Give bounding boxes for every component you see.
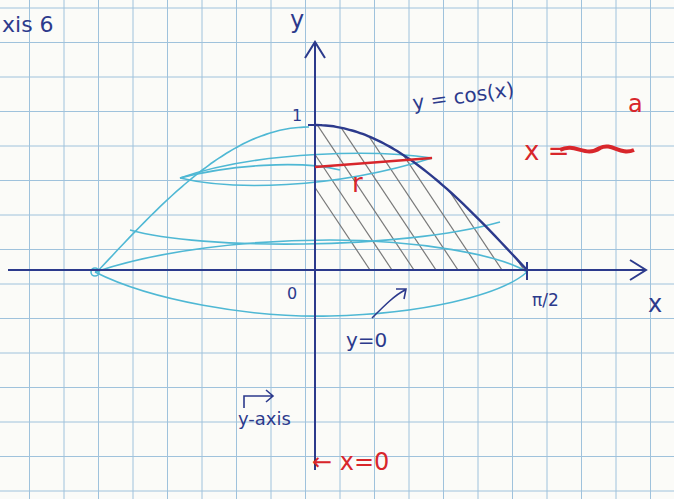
grid-line <box>0 387 674 388</box>
equation-label: x = <box>524 138 569 164</box>
axis-label: y <box>290 8 304 32</box>
grid-line <box>0 42 674 43</box>
grid-line <box>0 77 674 78</box>
base-ellipse-back <box>95 240 527 272</box>
axes <box>8 42 646 470</box>
grid-line <box>0 284 674 285</box>
hatch-line <box>666 120 674 270</box>
x-axis <box>8 269 645 271</box>
origin-label: 0 <box>287 286 297 302</box>
cosine-curve <box>315 125 527 270</box>
hatch-line <box>556 120 656 270</box>
grid-line <box>0 422 674 423</box>
note-text: xis 6 <box>2 14 54 36</box>
tick-label: π/2 <box>532 292 559 309</box>
radius-label: r <box>352 170 363 196</box>
hatch-line <box>622 120 674 270</box>
hatch-line <box>600 120 674 270</box>
grid-line <box>0 318 674 319</box>
radius-line <box>315 158 432 167</box>
axis-note: y-axis <box>238 410 291 428</box>
hatch-line <box>292 120 392 270</box>
solid-of-revolution <box>91 127 527 316</box>
hatch-line <box>270 120 370 270</box>
grid-line <box>0 249 674 250</box>
equation-label: ← x=0 <box>312 450 389 474</box>
grid-line <box>0 111 674 112</box>
mirrored-curve <box>97 127 309 272</box>
y-arrowhead <box>305 42 325 58</box>
tick-mark <box>526 262 528 280</box>
y-axis <box>314 42 316 470</box>
note-text: a <box>628 92 643 116</box>
hatch-line <box>336 120 436 270</box>
scribble <box>560 146 634 151</box>
hatch-line <box>578 120 674 270</box>
equation-label: y=0 <box>346 330 387 350</box>
hatch-line <box>314 120 414 270</box>
disk-ellipse <box>180 153 432 185</box>
grid-line <box>0 353 674 354</box>
grid-line <box>0 215 674 216</box>
tick-label: 1 <box>292 108 302 124</box>
hatch-line <box>380 120 480 270</box>
grid-line <box>0 8 674 9</box>
x-arrowhead <box>630 260 646 280</box>
rotation-arrow <box>244 390 273 408</box>
hatch-line <box>512 120 612 270</box>
base-ellipse <box>95 272 527 316</box>
shaded-region <box>270 120 674 270</box>
curve-label: y = cos(x) <box>411 79 515 113</box>
axis-label: x <box>648 292 662 316</box>
grid-line <box>0 491 674 492</box>
pointer-arrow <box>372 289 406 318</box>
hatch-line <box>644 120 674 270</box>
